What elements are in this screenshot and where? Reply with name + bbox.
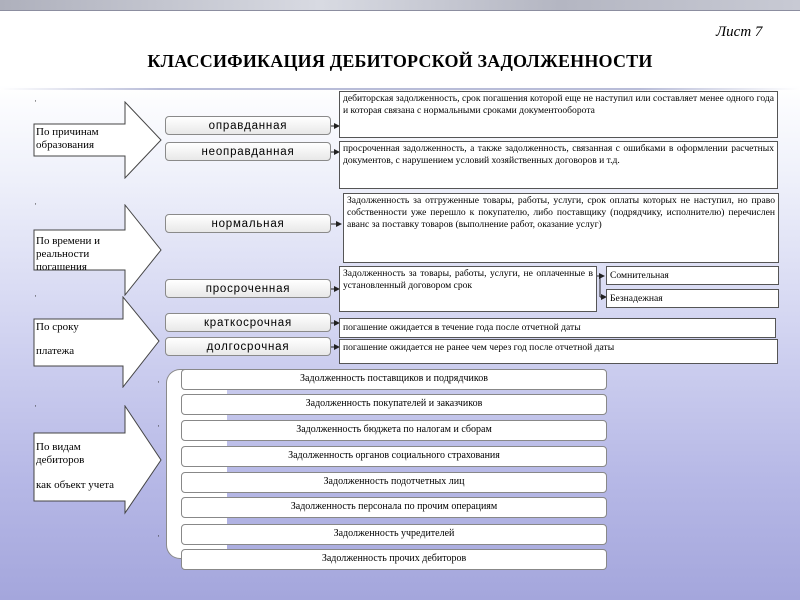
criterion-label: По сроку платежа [36, 321, 79, 357]
debtor-type-buyers: Задолженность покупателей и заказчиков [181, 394, 607, 415]
description-normal: Задолженность за отгруженные товары, раб… [343, 193, 779, 263]
type-long-term: долгосрочная [165, 337, 331, 356]
arrow-shape [33, 296, 160, 388]
overdue-doubtful: Сомнительная [606, 266, 779, 285]
debtor-type-budget: Задолженность бюджета по налогам и сбора… [181, 420, 607, 441]
type-short-term: краткосрочная [165, 313, 331, 332]
description-short-term: погашение ожидается в течение года после… [339, 318, 776, 338]
criterion-arrow-causes: По причинам образования [33, 101, 163, 179]
overdue-hopeless: Безнадежная [606, 289, 779, 308]
debtor-type-accountable-persons: Задолженность подотчетных лиц [181, 472, 607, 493]
description-justified: дебиторская задолженность, срок погашени… [339, 91, 778, 138]
debtor-type-founders: Задолженность учредителей [181, 524, 607, 545]
description-overdue: Задолженность за товары, работы, услуги,… [339, 266, 597, 312]
page-title: КЛАССИФИКАЦИЯ ДЕБИТОРСКОЙ ЗАДОЛЖЕННОСТИ [147, 51, 653, 71]
debtor-type-personnel: Задолженность персонала по прочим операц… [181, 497, 607, 518]
debtor-type-other: Задолженность прочих дебиторов [181, 549, 607, 570]
bullet-marker: · [34, 96, 37, 106]
bullet-marker: · [157, 377, 160, 387]
description-unjustified: просроченная задолженность, а также задо… [339, 141, 778, 189]
arrow-shape [33, 204, 162, 296]
criterion-arrow-time-reality: По времени и реальности погашения [33, 204, 163, 296]
bullet-marker: · [34, 291, 37, 301]
bullet-marker: · [34, 401, 37, 411]
type-overdue: просроченная [165, 279, 331, 298]
criterion-arrow-payment-term: По сроку платежа [33, 296, 163, 388]
bullet-marker: · [157, 421, 160, 431]
debtor-type-social-insurance: Задолженность органов социального страхо… [181, 446, 607, 467]
debtor-type-suppliers: Задолженность поставщиков и подрядчиков [181, 369, 607, 390]
type-normal: нормальная [165, 214, 331, 233]
criterion-label: По времени и реальности погашения [36, 235, 101, 273]
top-decor-bar [0, 0, 800, 10]
arrow-shape [33, 101, 162, 179]
type-justified: оправданная [165, 116, 331, 135]
top-decor-line [0, 10, 800, 11]
title-separator [0, 88, 800, 90]
criterion-arrow-debtor-types: По видам дебиторов как объект учета [33, 405, 163, 515]
sheet-label: Лист 7 [716, 24, 763, 40]
criterion-label: По видам дебиторов как объект учета [36, 441, 115, 491]
type-unjustified: неоправданная [165, 142, 331, 161]
criterion-label: По причинам образования [36, 126, 99, 151]
description-long-term: погашение ожидается не ранее чем через г… [339, 339, 778, 364]
bullet-marker: · [34, 199, 37, 209]
bullet-marker: · [157, 531, 160, 541]
arrow-shape [33, 405, 162, 515]
